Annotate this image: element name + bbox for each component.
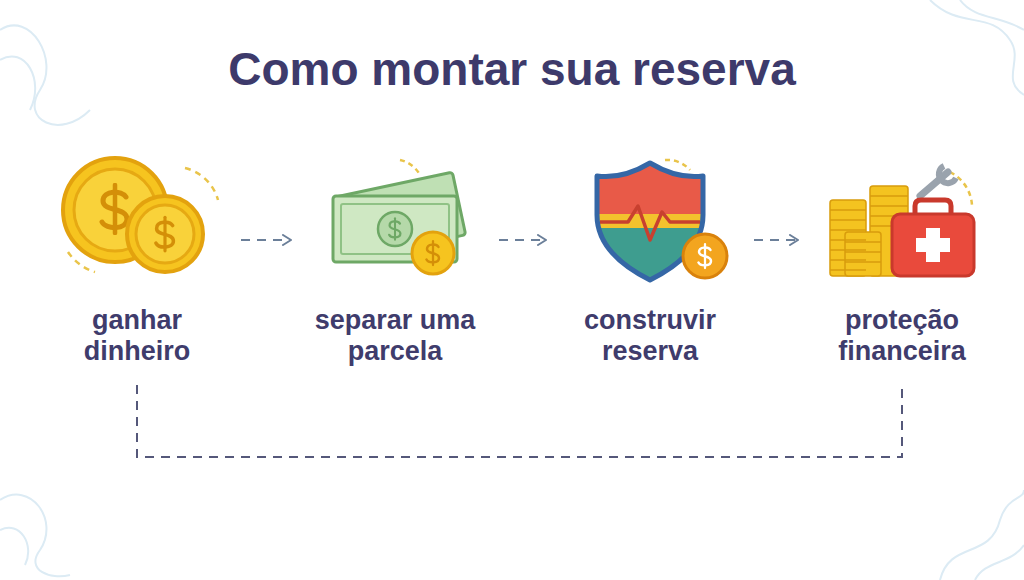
icon-space [297, 160, 493, 305]
loop-bracket [137, 385, 902, 457]
step-node: separar uma parcela [297, 160, 493, 367]
wave [960, 0, 1024, 30]
wave [940, 490, 1024, 580]
step-label: proteção financeira [804, 305, 1000, 367]
step-node: ganhar dinheiro [39, 160, 235, 367]
step-node: construvir reserva [552, 160, 748, 367]
step-node: proteção financeira [804, 160, 1000, 367]
wave [0, 25, 90, 124]
step-label: separar uma parcela [297, 305, 493, 367]
diagram-title: Como montar sua reserva [0, 42, 1024, 96]
coins-icon [63, 158, 218, 272]
banknotes-icon [333, 160, 466, 274]
flow-arrow [241, 239, 291, 241]
wave [975, 545, 1024, 580]
wave [0, 528, 28, 565]
savings-kit-icon [830, 166, 974, 276]
wave [0, 56, 35, 110]
shield-icon [590, 160, 727, 288]
wave [930, 0, 1024, 95]
wave [0, 495, 70, 577]
icon-space [804, 160, 1000, 305]
step-label: construvir reserva [552, 305, 748, 367]
icon-space [552, 160, 748, 305]
flow-arrow [754, 239, 798, 241]
flow-arrow [499, 239, 546, 241]
icon-space [39, 160, 235, 305]
step-label: ganhar dinheiro [39, 305, 235, 367]
